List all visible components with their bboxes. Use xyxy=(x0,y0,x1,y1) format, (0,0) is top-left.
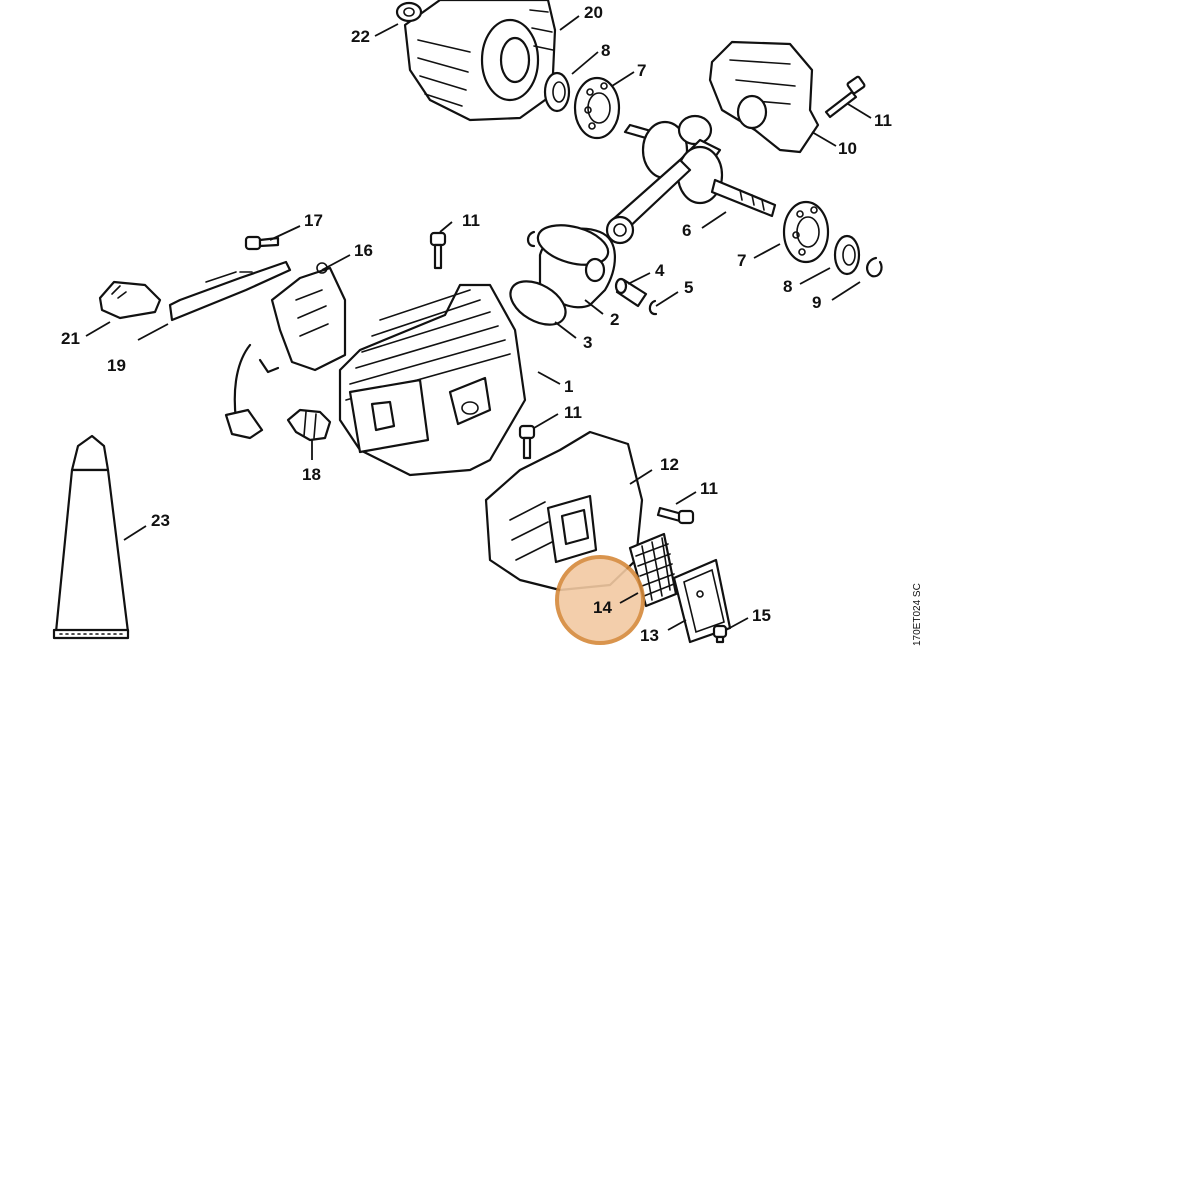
crankcase-half-right-part xyxy=(708,40,820,154)
callout-4: 4 xyxy=(655,261,665,280)
callout-11-muffler: 11 xyxy=(700,479,718,498)
callout-21: 21 xyxy=(61,329,80,348)
oil-seal-lower-part xyxy=(833,234,861,276)
short-circuit-wire-part xyxy=(168,260,292,322)
screw-cover-part xyxy=(712,624,728,644)
callout-11-cylinder-top: 11 xyxy=(462,211,480,230)
callout-18: 18 xyxy=(302,465,321,484)
callout-20: 20 xyxy=(584,3,603,22)
callout-6: 6 xyxy=(682,221,691,240)
callout-19: 19 xyxy=(107,356,126,375)
highlight-circle xyxy=(555,555,645,645)
callout-1: 1 xyxy=(564,377,573,396)
nut-part xyxy=(395,1,423,23)
callout-10: 10 xyxy=(838,139,857,158)
screw-cylinder-side-part xyxy=(518,424,536,460)
callout-3: 3 xyxy=(583,333,592,352)
leader-lines xyxy=(85,15,872,631)
piston-pin-part xyxy=(614,277,648,308)
grease-tube-part xyxy=(52,434,130,640)
callout-15: 15 xyxy=(752,606,771,625)
callout-9: 9 xyxy=(812,293,821,312)
oil-seal-upper-part xyxy=(543,71,571,113)
ignition-module-part xyxy=(258,262,347,374)
callout-11-cylinder-side: 11 xyxy=(564,403,582,422)
switch-part xyxy=(98,280,162,320)
piston-part xyxy=(536,224,616,309)
callout-16: 16 xyxy=(354,241,373,260)
cylinder-part xyxy=(338,283,527,477)
crankshaft-part xyxy=(605,114,777,245)
muffler-part xyxy=(484,430,644,592)
callout-5: 5 xyxy=(684,278,693,297)
screw-muffler-part xyxy=(656,506,695,525)
ignition-lead-part xyxy=(224,343,264,440)
callout-8-bottom: 8 xyxy=(783,277,792,296)
circlip-lower-part xyxy=(866,256,883,278)
callout-2: 2 xyxy=(610,310,619,329)
spark-plug-part xyxy=(286,408,332,442)
callout-11-upper-right: 11 xyxy=(874,111,892,130)
piston-circlip-left-part xyxy=(526,230,536,248)
callout-17: 17 xyxy=(304,211,323,230)
piston-ring-part xyxy=(509,280,567,326)
callout-23: 23 xyxy=(151,511,170,530)
screw-cylinder-top-part xyxy=(429,231,447,270)
crankcase-half-part xyxy=(403,0,557,122)
drawing-code: 170ET024 SC xyxy=(912,583,923,646)
callout-14: 14 xyxy=(593,598,612,617)
callout-12: 12 xyxy=(660,455,679,474)
callout-13: 13 xyxy=(640,626,659,645)
screw-upper-right-part xyxy=(824,75,866,119)
ball-bearing-lower-part xyxy=(782,200,830,264)
callout-22: 22 xyxy=(351,27,370,46)
ball-bearing-upper-part xyxy=(573,76,621,140)
piston-circlip-right-part xyxy=(648,299,658,316)
callout-7-top: 7 xyxy=(637,61,646,80)
callout-7-bottom: 7 xyxy=(737,251,746,270)
callout-8-top: 8 xyxy=(601,41,610,60)
